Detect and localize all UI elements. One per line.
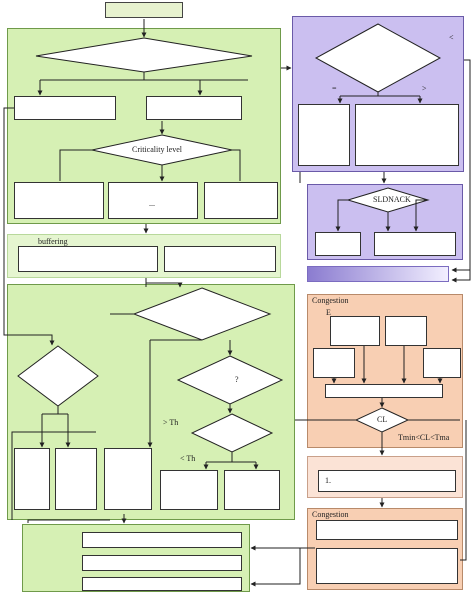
comparison-diamond [314,23,442,93]
sldnack-label: SLDNACK [373,195,411,204]
start-box [105,2,183,18]
lt-label: < [449,33,454,42]
branch-box-3 [104,448,152,510]
buffering-label: buffering [38,237,68,246]
congestion-bottom-box-1 [316,520,458,540]
comparison-box-right [355,104,459,166]
congestion-box-1 [330,316,380,346]
decision-diamond-top [35,37,253,73]
output-box-1 [82,532,242,548]
branch-box-2 [55,448,97,510]
gt-label: > [422,84,427,93]
tmin-cl-tmax-label: Tmin<CL<Tma [398,433,450,442]
branch-box-1 [14,448,50,510]
branch-diamond-left [17,345,99,407]
criticality-box-1 [14,182,104,219]
branch-box-5 [224,470,280,510]
comparison-box-left [298,104,350,166]
congestion-box-2 [385,316,427,346]
eq-label: = [332,84,337,93]
e-label: E [326,308,331,317]
criticality-box-3 [204,182,278,219]
threshold-diamond-top [132,287,272,341]
congestion-box-4 [423,348,461,378]
process-box-right [146,96,242,120]
sldnack-box-right [374,232,456,256]
criticality-level-label: Criticality level [132,145,182,154]
output-box-3 [82,577,242,591]
branch-box-4 [160,470,218,510]
dots-label: ... [149,199,155,208]
congestion-bottom-box-2 [316,548,458,584]
buffering-box-2 [164,246,276,272]
sldnack-box-left [315,232,361,256]
criticality-box-2 [108,182,198,219]
buffering-box-1 [18,246,158,272]
lt-th-label: < Th [180,454,196,463]
output-box-2 [82,555,242,571]
question-label: ? [235,375,239,384]
process-box-left [14,96,116,120]
step-one-box [318,470,456,492]
congestion-label-2: Congestion [312,510,349,519]
congestion-box-3 [313,348,355,378]
branch-diamond-low [190,413,274,453]
branch-diamond-mid [176,355,284,405]
congestion-label-1: Congestion [312,296,349,305]
cl-label: CL [377,415,388,424]
gradient-bar [307,266,449,282]
step-one-label: 1. [325,476,331,485]
gt-th-label: > Th [163,418,179,427]
congestion-merge-box [325,384,443,398]
